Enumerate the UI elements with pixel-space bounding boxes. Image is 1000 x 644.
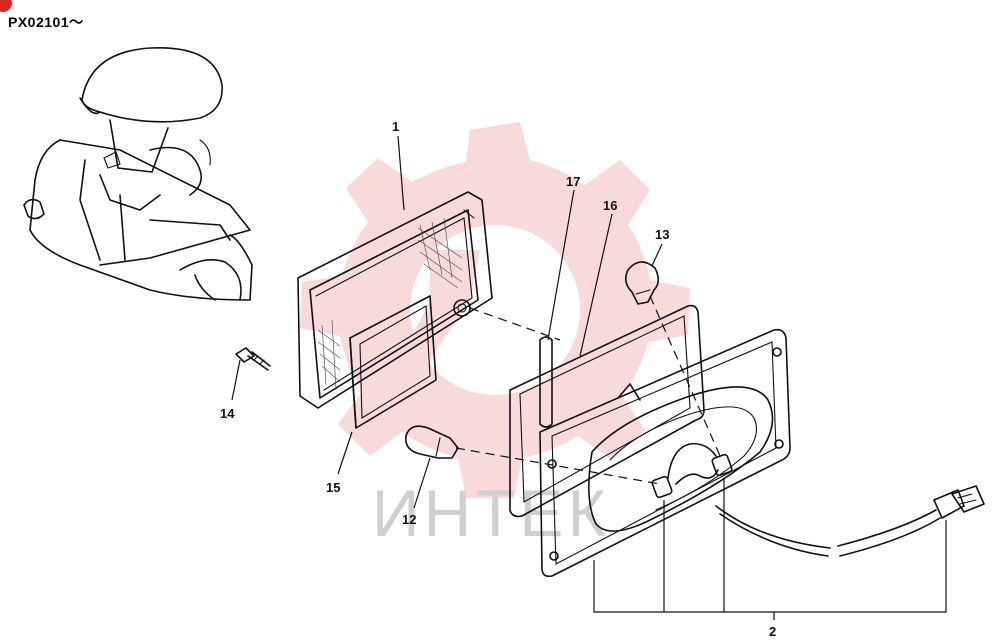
assembly-lines — [455, 295, 721, 485]
callout-13: 13 — [655, 227, 669, 242]
callout-1: 1 — [392, 119, 399, 134]
gasket — [509, 304, 705, 518]
lamp-lens-frame — [297, 191, 493, 409]
screw-14 — [235, 347, 271, 371]
lamp-housing — [539, 328, 985, 578]
leader-lines — [231, 135, 947, 620]
callout-15: 15 — [326, 480, 340, 495]
watermark-text: ИНТЕК — [372, 476, 610, 550]
callout-17: 17 — [566, 174, 580, 189]
callout-2: 2 — [769, 624, 776, 639]
callout-14: 14 — [220, 406, 235, 421]
bulb-13 — [624, 261, 660, 305]
bulb-12 — [404, 425, 459, 459]
callout-12: 12 — [402, 512, 416, 527]
machine-illustration — [23, 47, 253, 301]
callout-16: 16 — [603, 198, 617, 213]
corner-logo-mark — [0, 0, 12, 12]
lens-insert — [349, 295, 437, 429]
seal-rod — [539, 336, 553, 428]
serial-range-label: PX02101～ — [8, 14, 84, 30]
